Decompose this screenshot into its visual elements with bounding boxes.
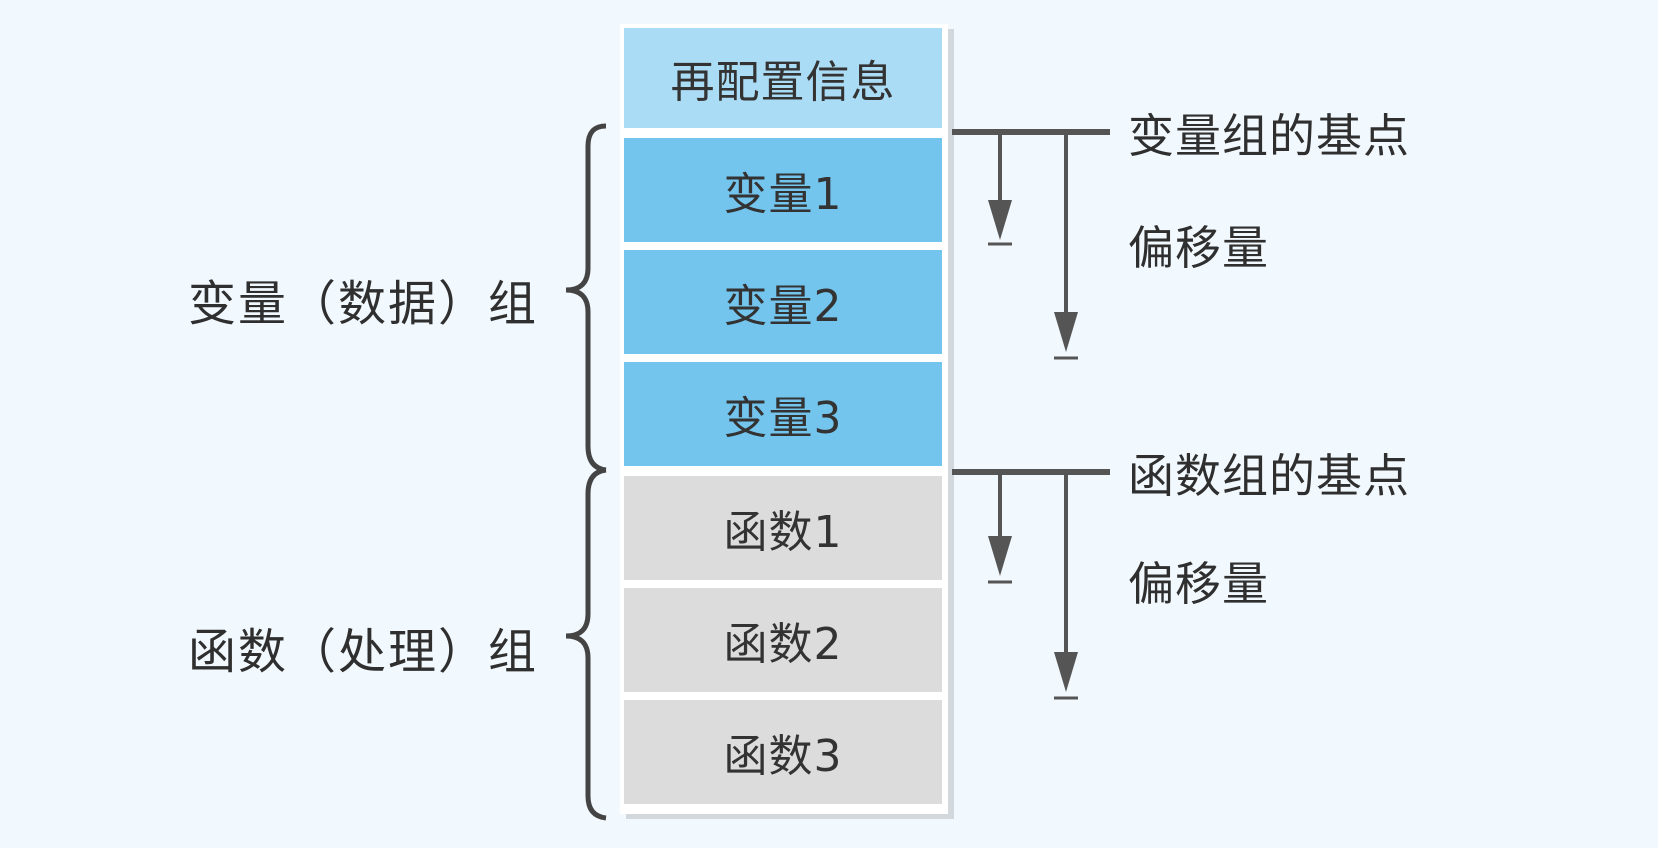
- function-label-2: 函数2: [723, 619, 843, 670]
- function-base-label: 函数组的基点: [1128, 449, 1410, 503]
- function-offset-arrowhead-1: [988, 536, 1012, 576]
- function-offset-label: 偏移量: [1128, 557, 1269, 611]
- variable-label-3: 变量3: [723, 393, 843, 444]
- function-label-1: 函数1: [723, 507, 843, 558]
- variable-cell-3: 变量3: [624, 362, 942, 466]
- variable-label-1: 变量1: [723, 169, 843, 220]
- function-cell-2: 函数2: [624, 588, 942, 692]
- function-cell-3: 函数3: [624, 700, 942, 804]
- function-label-3: 函数3: [723, 731, 843, 782]
- variable-label-2: 变量2: [723, 281, 843, 332]
- relocation-info-cell: 再配置信息: [624, 28, 942, 128]
- variable-offset-label: 偏移量: [1128, 221, 1269, 275]
- variable-group-label: 变量（数据）组: [188, 276, 539, 332]
- function-group-label: 函数（处理）组: [188, 624, 539, 680]
- variable-cell-1: 变量1: [624, 138, 942, 242]
- function-group-brace: [565, 467, 607, 821]
- variable-offset-arrowhead-1: [988, 200, 1012, 240]
- variable-offset-arrowhead-2: [1054, 312, 1078, 352]
- variable-cell-2: 变量2: [624, 250, 942, 354]
- variable-base-label: 变量组的基点: [1128, 109, 1410, 163]
- variable-group-brace: [565, 123, 607, 473]
- relocation-info-label: 再配置信息: [670, 57, 896, 108]
- function-offset-arrowhead-2: [1054, 652, 1078, 692]
- function-cell-1: 函数1: [624, 476, 942, 580]
